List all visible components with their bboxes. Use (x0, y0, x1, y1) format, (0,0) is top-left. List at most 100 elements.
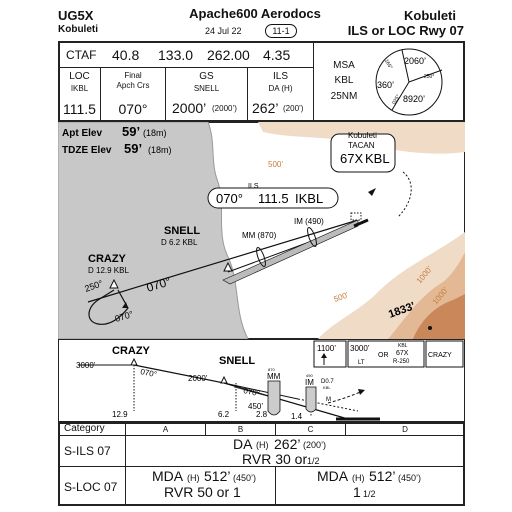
ctaf-label: CTAF (66, 48, 97, 62)
dist-14: 1.4 (291, 412, 303, 421)
profile-crazy: CRAZY (112, 345, 151, 357)
ils-value: 262’ (252, 100, 279, 116)
ma-alt2: 3000’ (350, 344, 370, 353)
loc-id: IKBL (70, 84, 89, 93)
profile-snell: SNELL (219, 355, 255, 367)
ils-value-sub: (200’) (283, 104, 304, 113)
tdze-elev-label: TDZE Elev (62, 145, 112, 156)
profile-im: IM (305, 378, 314, 387)
sloc-ab-value: 512’ (204, 468, 231, 484)
msa-radius: 25NM (330, 91, 358, 102)
im-label: IM (490) (294, 217, 324, 226)
ils-da: DA (H) (268, 84, 293, 93)
ma-alt1: 1100’ (317, 344, 336, 353)
dist-62: 6.2 (218, 410, 230, 419)
profile-snell-alt: 2000’ (188, 374, 208, 383)
msa-alt-a: 2060’ (404, 56, 426, 66)
ma-67x: 67X (396, 350, 409, 357)
ils-callout-freq: 111.5 (258, 191, 289, 206)
snell-dme: D 6.2 KBL (161, 238, 198, 247)
profile-d07: D0.7 (321, 379, 334, 385)
mm-label: MM (870) (242, 231, 277, 240)
ils-callout-label: ILS (248, 183, 259, 190)
apt-elev-value: 59’ (122, 124, 140, 139)
sloc-ab-mda: MDA (152, 468, 184, 484)
crazy-dme: D 12.9 KBL (88, 266, 129, 275)
profile-mm-elev: 870 (268, 367, 275, 372)
ma-or: OR (378, 352, 389, 359)
chart-date: 24 Jul 22 (205, 26, 242, 36)
tdze-elev-value: 59’ (124, 141, 142, 156)
profile-crazy-alt: 3000’ (76, 361, 96, 370)
crazy-label: CRAZY (88, 253, 127, 265)
profile-view: 1100’ 3000’ LT OR KBL 67X R-250 CRAZY CR… (58, 339, 465, 422)
freq-1: 40.8 (112, 47, 140, 63)
crs-value: 070° (118, 101, 148, 117)
profile-im-elev: 490 (306, 373, 313, 378)
sils-h: (H) (256, 440, 269, 450)
gs-label: GS (199, 71, 214, 82)
sils-da: DA (233, 436, 253, 452)
dist-129: 12.9 (112, 410, 128, 419)
im-marker (307, 227, 317, 247)
sils-rvr: RVR 30 or (242, 451, 308, 467)
sloc-cd-frac: 1/2 (363, 489, 376, 499)
plan-view: 500’ 500’ 1000’ 1000’ 1833’ ILS 070° 111… (58, 122, 465, 339)
sloc-cd-h: (H) (352, 473, 365, 483)
profile-snell-crs: 070° (243, 386, 261, 398)
airport-name: Kobuleti (404, 8, 456, 23)
apt-elev-label: Apt Elev (62, 128, 102, 139)
msa-fix: KBL (334, 75, 354, 86)
sils-value-sub: (200’) (303, 440, 327, 450)
procedure-title: ILS or LOC Rwy 07 (347, 23, 464, 38)
profile-crs: 070° (140, 367, 158, 379)
sloc-ab-rvr: RVR 50 or 1 (164, 484, 241, 500)
sloc-cd-vis: 1 (353, 484, 361, 500)
dist-28: 2.8 (256, 410, 268, 419)
sils-label: S-ILS 07 (64, 444, 111, 458)
loc-freq: 111.5 (63, 101, 96, 117)
msa-alt-c: 8920’ (403, 94, 425, 104)
tacan-freq: 67X (340, 151, 363, 166)
chart-code: UG5X (58, 8, 94, 23)
crs-label-1: Final (124, 71, 142, 80)
category-d: D (402, 425, 408, 434)
gs-alt: 2000’ (172, 100, 207, 116)
tdze-elev-sub: (18m) (148, 145, 172, 155)
msa-brg-a: 250° (424, 74, 434, 80)
ils-label: ILS (272, 71, 288, 82)
ma-crazy: CRAZY (428, 352, 452, 359)
sloc-label: S-LOC 07 (64, 480, 118, 494)
peak-dot (428, 326, 432, 330)
category-a: A (162, 425, 169, 434)
msa-alt-b: 360’ (377, 80, 394, 90)
category-c: C (307, 425, 314, 434)
msa-brg-c: 025° (391, 94, 401, 106)
plan-crs: 070° (145, 274, 173, 295)
sloc-cd-mda: MDA (317, 468, 349, 484)
tacan-id: KBL (365, 151, 390, 166)
profile-m: M (326, 397, 331, 403)
tacan-name: Kobuleti (348, 131, 377, 140)
msa-circle-diagram: 2060’ 360’ 8920’ 250° 165° 025° (375, 48, 443, 116)
freq-4: 4.35 (263, 47, 291, 63)
gs-fix: SNELL (193, 84, 220, 93)
ma-r250: R-250 (393, 359, 410, 365)
snell-label: SNELL (164, 225, 200, 237)
mm-marker (256, 247, 266, 267)
chart-city: Kobuleti (58, 24, 98, 35)
loc-label: LOC (69, 71, 90, 82)
snell-fix-icon (223, 261, 233, 272)
profile-mm: MM (267, 372, 281, 381)
category-label: Category (64, 423, 105, 434)
profile-450: 450’ (248, 402, 263, 411)
briefing-strip (58, 41, 465, 122)
crazy-fix-icon (109, 278, 119, 289)
freq-2: 133.0 (158, 47, 194, 63)
sloc-cd-value: 512’ (369, 468, 396, 484)
sloc-cd-sub: (450’) (398, 473, 422, 483)
ils-callout-crs: 070° (216, 191, 243, 206)
freq-3: 262.00 (207, 47, 250, 63)
publisher: Apache600 Aerodocs (189, 6, 321, 21)
gs-alt-sub: (2000’) (212, 104, 237, 113)
